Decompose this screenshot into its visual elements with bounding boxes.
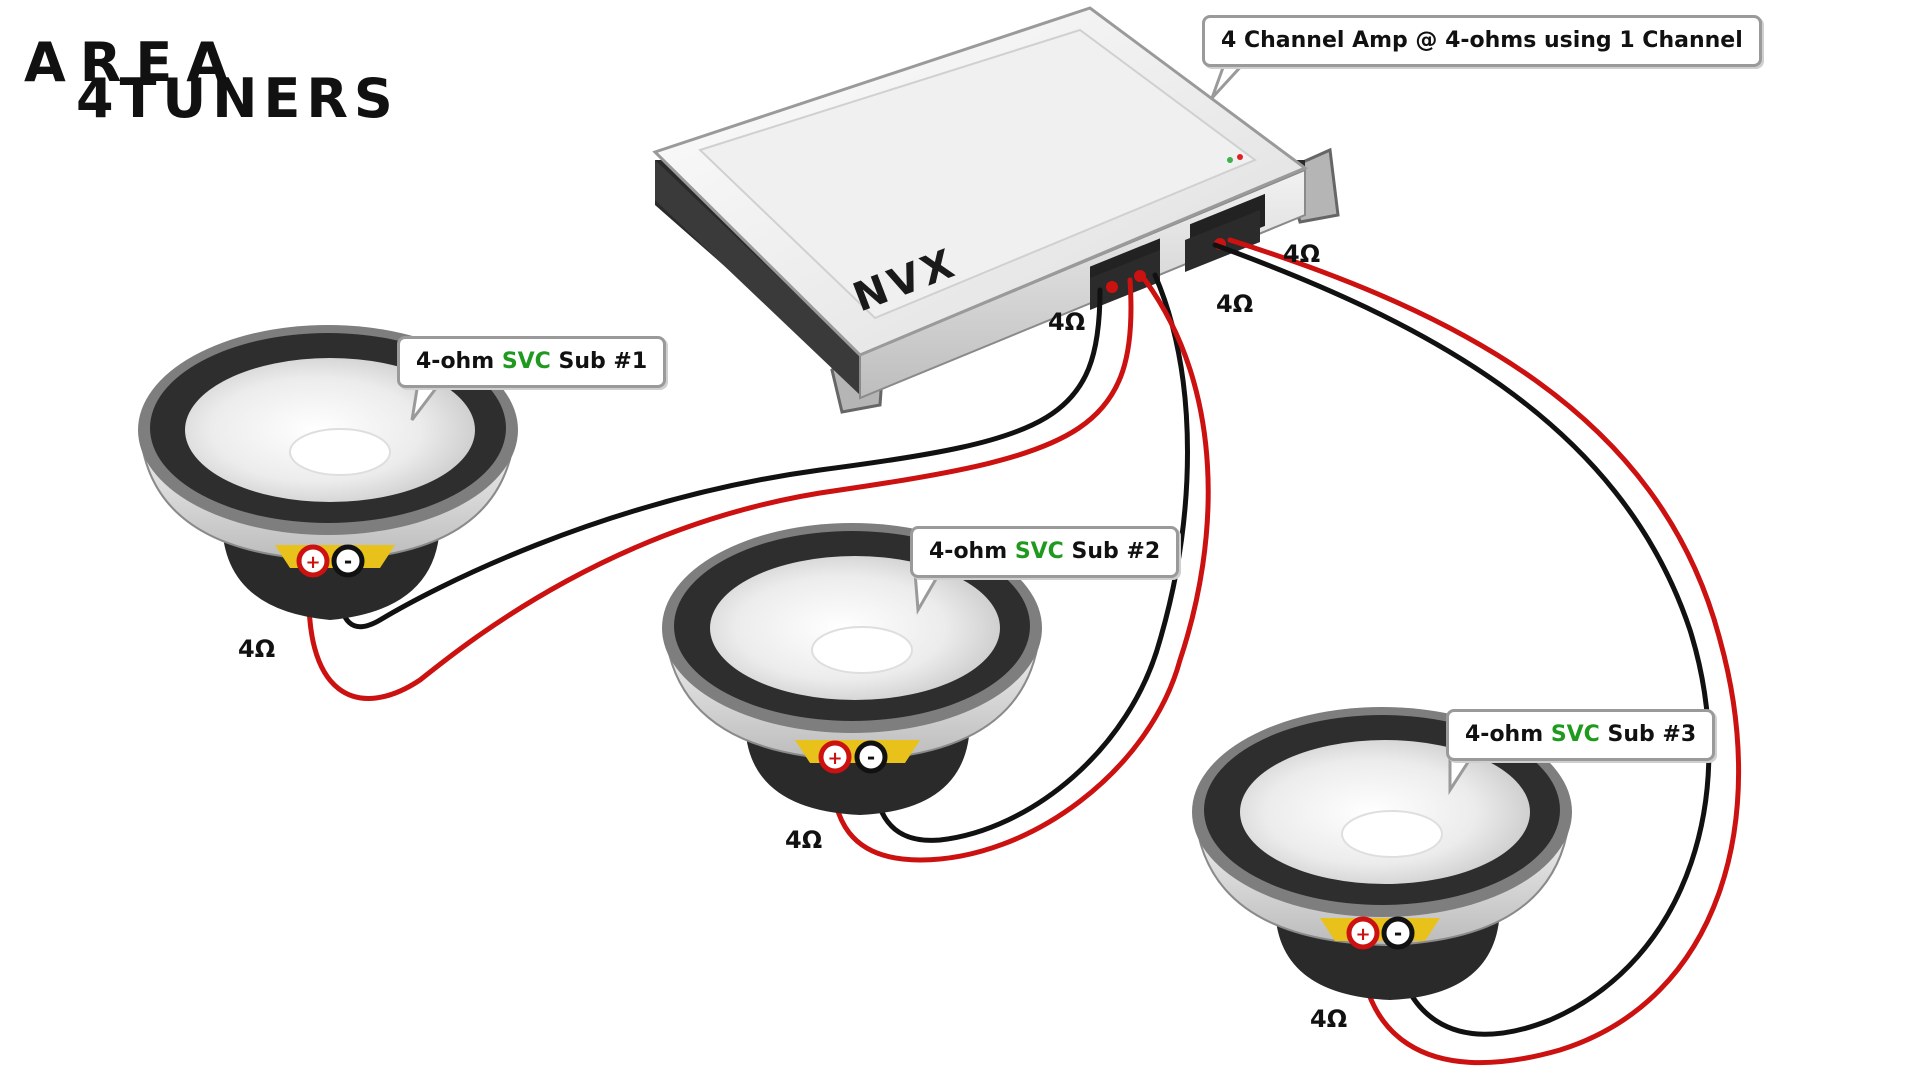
- sub2-negative-terminal: [854, 740, 888, 774]
- sub1-negative-symbol: -: [344, 549, 352, 573]
- sub1-impedance-label: 4Ω: [238, 635, 276, 663]
- sub3-positive-terminal: [1346, 916, 1380, 950]
- wires-sub-2: [829, 272, 1211, 863]
- wire-negative-sub3: [1212, 242, 1712, 1037]
- amp-terminal-label: 4Ω: [1216, 290, 1254, 318]
- amp-terminal-label: 4Ω: [1283, 240, 1321, 268]
- sub2-dust-cap: [811, 626, 913, 674]
- amp-callout-tail: [1210, 60, 1249, 100]
- wire-positive-sub1: [306, 277, 1134, 701]
- sub3-dust-cap: [1341, 810, 1443, 858]
- amp-callout-text: 4 Channel Amp @ 4-ohms using 1 Channel: [1221, 28, 1743, 53]
- subwoofer-3: + -: [1192, 707, 1572, 1000]
- logo-line-1: AREA: [24, 31, 243, 94]
- amp-left-face: [655, 160, 860, 395]
- sub1-dust-cap: [289, 428, 391, 476]
- amp-terminal-label: 4Ω: [1048, 308, 1086, 336]
- sub3-positive-symbol: +: [1355, 924, 1370, 945]
- wires-sub-3: [1212, 237, 1742, 1066]
- wire-positive-sub3: [1227, 237, 1742, 1066]
- sub1-positive-terminal: [296, 544, 330, 578]
- sub2-callout-svc: SVC: [1014, 539, 1064, 564]
- logo-line-2: 4TUNERS: [76, 67, 399, 130]
- sub2-callout-pre: 4-ohm: [929, 539, 1015, 564]
- sub3-terminal-plate: [1320, 918, 1440, 941]
- sub3-callout-pre: 4-ohm: [1465, 722, 1551, 747]
- protect-led: [1237, 154, 1243, 160]
- sub1-callout-post: Sub #1: [550, 349, 648, 374]
- sub3-callout-svc: SVC: [1550, 722, 1600, 747]
- amp-top-panel: [698, 28, 1258, 320]
- sub1-positive-symbol: +: [305, 552, 320, 573]
- sub3-negative-symbol: -: [1394, 921, 1402, 945]
- sub1-callout-svc: SVC: [501, 349, 551, 374]
- sub3-callout-post: Sub #3: [1599, 722, 1697, 747]
- wire-negative-sub2: [867, 272, 1190, 843]
- sub1-negative-terminal: [331, 544, 365, 578]
- amplifier: [652, 6, 1340, 414]
- wire-positive-sub2: [829, 277, 1211, 863]
- power-led: [1227, 157, 1233, 163]
- area4tuners-logo: AREA 4TUNERS: [24, 36, 424, 126]
- sub3-negative-terminal: [1381, 916, 1415, 950]
- sub2-impedance-label: 4Ω: [785, 826, 823, 854]
- sub2-positive-terminal: [818, 740, 852, 774]
- sub3-callout: 4-ohm SVC Sub #3: [1446, 709, 1716, 761]
- sub1-callout: 4-ohm SVC Sub #1: [397, 336, 667, 388]
- sub2-positive-symbol: +: [827, 748, 842, 769]
- sub3-impedance-label: 4Ω: [1310, 1005, 1348, 1033]
- amp-terminals-ch1: [1090, 250, 1160, 310]
- amp-callout: 4 Channel Amp @ 4-ohms using 1 Channel: [1202, 15, 1762, 67]
- sub2-callout: 4-ohm SVC Sub #2: [910, 526, 1180, 578]
- sub2-negative-symbol: -: [867, 745, 875, 769]
- sub1-callout-pre: 4-ohm: [416, 349, 502, 374]
- amp-terminal-positive: [1106, 281, 1118, 293]
- sub2-callout-post: Sub #2: [1063, 539, 1161, 564]
